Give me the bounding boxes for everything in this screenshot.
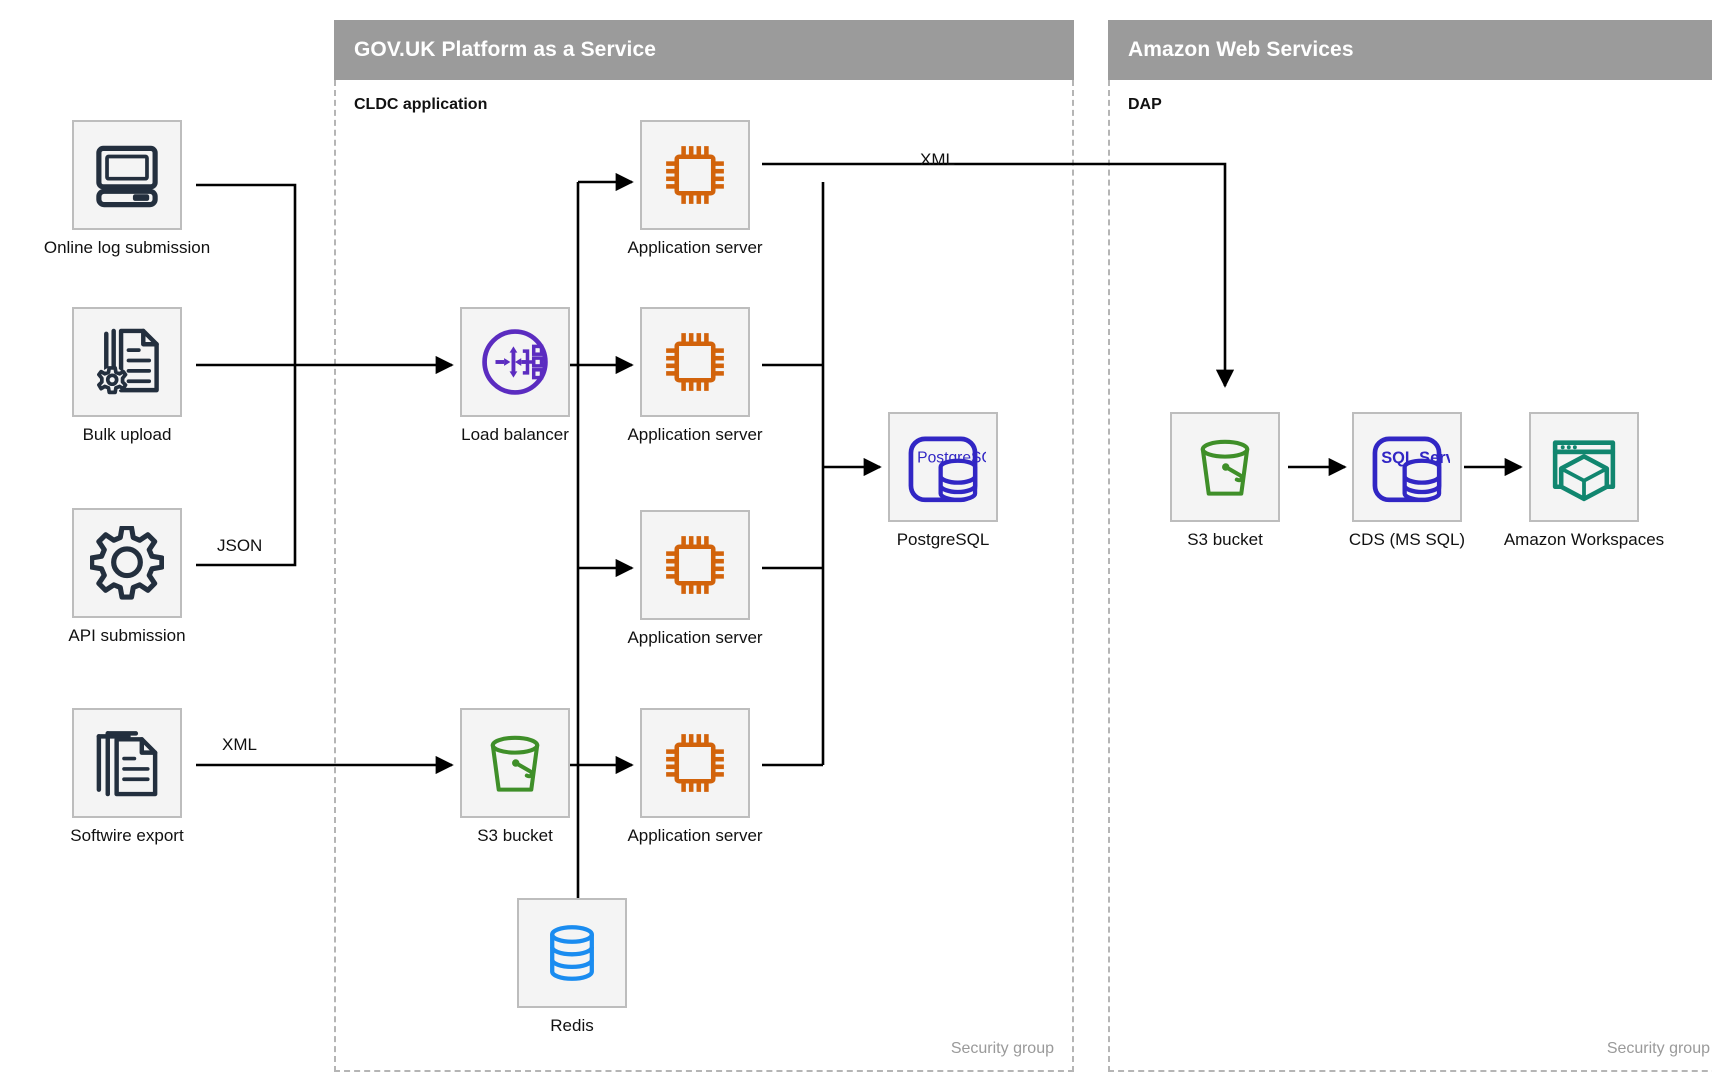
load-balancer-tile (460, 307, 570, 417)
edge-label-xml-softwire: XML (222, 735, 257, 754)
cpu-chip-icon (666, 146, 724, 204)
subgroup-label-dap: DAP (1128, 96, 1162, 113)
node-postgresql[interactable]: PostgreSQL PostgreSQL (888, 412, 998, 549)
desktop-computer-icon (96, 145, 158, 208)
s3-bucket-aws-tile (1170, 412, 1280, 522)
node-app-server-4[interactable]: Application server (627, 708, 763, 845)
api-submission-label: API submission (68, 626, 186, 645)
node-app-server-2[interactable]: Application server (627, 307, 763, 444)
app-server-2-tile (640, 307, 750, 417)
amazon-workspaces-tile (1529, 412, 1639, 522)
app-server-4-label: Application server (627, 826, 763, 845)
load-balancer-label: Load balancer (461, 425, 569, 444)
app-server-3-label: Application server (627, 628, 763, 647)
node-bulk-upload[interactable]: Bulk upload (72, 307, 182, 444)
postgresql-label: PostgreSQL (896, 530, 990, 549)
group-header-govuk-paas: GOV.UK Platform as a Service (334, 20, 1074, 80)
group-title-aws: Amazon Web Services (1128, 38, 1354, 61)
group-header-aws-title-wrap: Amazon Web Services (1108, 20, 1712, 80)
gear-overlay (97, 366, 128, 395)
node-s3-bucket-aws[interactable]: S3 bucket (1170, 412, 1280, 549)
gear-icon (90, 526, 164, 600)
s3-bucket-icon (1200, 439, 1250, 496)
group-body-aws (1108, 80, 1712, 1072)
security-group-label-paas: Security group (950, 1040, 1054, 1057)
bulk-upload-tile (72, 307, 182, 417)
redis-label: Redis (550, 1016, 594, 1035)
node-s3-bucket-paas[interactable]: S3 bucket (460, 708, 570, 845)
amazon-workspaces-icon (1552, 440, 1616, 502)
app-server-1-label: Application server (627, 238, 763, 257)
node-load-balancer[interactable]: Load balancer (460, 307, 570, 444)
cpu-chip-icon (666, 734, 724, 792)
api-submission-tile (72, 508, 182, 618)
node-cds-ms-sql[interactable]: SQL Server CDS (MS SQL) (1349, 412, 1465, 549)
edge-label-json: JSON (217, 536, 263, 555)
node-redis[interactable]: Redis (517, 898, 627, 1035)
softwire-export-label: Softwire export (70, 826, 184, 845)
s3-bucket-paas-tile (460, 708, 570, 818)
app-server-2-label: Application server (627, 425, 763, 444)
group-body-govuk-paas (334, 80, 1074, 1072)
cds-ms-sql-label: CDS (MS SQL) (1348, 530, 1466, 549)
s3-bucket-aws-label: S3 bucket (1187, 530, 1263, 549)
app-server-3-tile (640, 510, 750, 620)
node-softwire-export[interactable]: Softwire export (70, 708, 184, 845)
bulk-upload-label: Bulk upload (82, 425, 172, 444)
node-app-server-1[interactable]: Application server (627, 120, 763, 257)
cpu-chip-icon (666, 333, 724, 391)
node-app-server-3[interactable]: Application server (627, 510, 763, 647)
postgresql-tile: PostgreSQL (888, 412, 998, 522)
group-title-govuk-paas: GOV.UK Platform as a Service (354, 38, 656, 61)
online-log-submission-tile (72, 120, 182, 230)
softwire-export-tile (72, 708, 182, 818)
document-gear-icon (97, 328, 159, 395)
edge-label-xml-to-s3: XML (920, 150, 955, 169)
node-online-log-submission[interactable]: Online log submission (44, 120, 210, 257)
redis-database-icon (550, 925, 594, 981)
app-server-1-tile (640, 120, 750, 230)
node-amazon-workspaces[interactable]: Amazon Workspaces (1504, 412, 1664, 549)
online-log-submission-label: Online log submission (43, 238, 211, 257)
documents-stack-icon (96, 731, 158, 797)
load-balancer-icon (482, 329, 548, 395)
cds-ms-sql-tile: SQL Server (1352, 412, 1462, 522)
node-api-submission[interactable]: API submission (68, 508, 186, 645)
app-server-4-tile (640, 708, 750, 818)
security-group-label-aws: Security group (1606, 1040, 1710, 1057)
s3-bucket-paas-label: S3 bucket (477, 826, 553, 845)
postgresql-icon: PostgreSQL (908, 436, 986, 503)
subgroup-label-cldc: CLDC application (354, 96, 488, 113)
amazon-workspaces-label: Amazon Workspaces (1503, 530, 1665, 549)
redis-tile (517, 898, 627, 1008)
cpu-chip-icon (666, 536, 724, 594)
sql-server-icon: SQL Server (1372, 436, 1450, 503)
s3-bucket-icon (490, 735, 540, 792)
